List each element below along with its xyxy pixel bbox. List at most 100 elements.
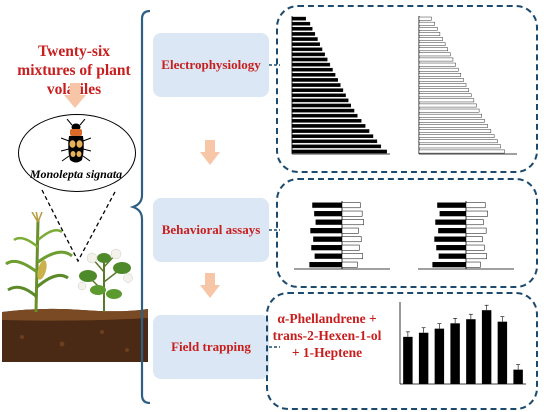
bar [418, 93, 472, 98]
bar [291, 62, 331, 67]
bar [418, 149, 505, 154]
bar [466, 319, 476, 384]
bar-control [465, 261, 481, 268]
bar [418, 139, 498, 144]
figure-title: Twenty-six mixtures of plant volatiles [17, 43, 131, 98]
bar [418, 57, 454, 62]
bar [403, 336, 413, 384]
field-trapping-result: α-Phellandrene + trans-2-Hexen-1-ol + 1-… [272, 311, 382, 360]
bar-control [341, 261, 358, 268]
bar-treatment [437, 202, 466, 208]
behavior-female-chart [294, 201, 390, 270]
bar-control [341, 244, 360, 251]
beetle-circle [18, 114, 136, 192]
stage-field-trapping: Field trapping [153, 315, 269, 379]
bar [418, 21, 435, 26]
bar [450, 323, 460, 384]
bar-treatment [309, 262, 342, 268]
bar-treatment [314, 253, 342, 259]
bar [513, 369, 523, 384]
bar [291, 73, 336, 77]
bar [418, 62, 456, 67]
bar-control [465, 219, 484, 226]
bar-control [341, 202, 361, 209]
bar [418, 73, 462, 77]
bar-control [341, 236, 362, 243]
bar [291, 78, 338, 82]
bar [418, 332, 429, 384]
bar-treatment [311, 245, 342, 251]
bar [418, 78, 464, 82]
bar-treatment [439, 211, 466, 217]
bar [291, 93, 346, 98]
bar [291, 52, 325, 57]
arrow-down-icon [64, 83, 86, 108]
arrow-down-icon [200, 140, 220, 165]
bar [418, 27, 438, 31]
bar [418, 67, 459, 72]
bar [418, 134, 495, 138]
bar [291, 88, 344, 92]
bar [291, 149, 387, 154]
eag-female-chart [291, 16, 390, 155]
dashed-triangle [41, 189, 117, 263]
bar [418, 103, 477, 108]
panel-electrophysiology [276, 5, 538, 173]
panel-behavioral-assays [276, 178, 538, 288]
bar [418, 42, 446, 46]
bar [497, 321, 508, 384]
bar [418, 108, 480, 113]
bar [291, 119, 362, 123]
bar [291, 108, 355, 113]
bar [418, 98, 475, 103]
bar [291, 27, 313, 31]
bar-treatment [434, 236, 466, 242]
bar-treatment [438, 253, 466, 259]
bar-control [465, 202, 486, 209]
bar [418, 16, 432, 21]
bar-treatment [313, 236, 342, 242]
bar-control [465, 236, 483, 243]
bar [291, 134, 374, 138]
bar [291, 32, 316, 36]
bar-control [341, 253, 363, 260]
bar-treatment [438, 228, 466, 234]
bar [418, 144, 501, 149]
bar [291, 47, 323, 52]
bar [418, 47, 448, 52]
bar [291, 124, 366, 128]
bar [418, 32, 441, 36]
bar [291, 67, 333, 72]
bar [481, 310, 492, 384]
bar [291, 98, 349, 103]
bar-control [465, 210, 488, 217]
bar [418, 119, 485, 123]
bar-treatment [436, 245, 466, 251]
bracket [130, 10, 151, 404]
beetle-icon [60, 119, 92, 163]
bar-treatment [315, 219, 342, 225]
bar [418, 37, 443, 41]
connectors [269, 64, 280, 348]
bar [418, 52, 451, 57]
bar [291, 129, 370, 133]
bar-treatment [435, 219, 466, 225]
stage-behavioral-assays: Behavioral assays [153, 198, 269, 262]
bar-treatment [432, 262, 466, 268]
bar [291, 139, 378, 144]
bar-control [341, 219, 364, 226]
bar-control [465, 227, 487, 234]
panel-field-trapping [266, 292, 538, 410]
bar [418, 124, 488, 128]
electrophysiology-charts [291, 16, 517, 155]
bar [291, 16, 306, 21]
bar [291, 103, 351, 108]
bar [434, 328, 445, 384]
bar [291, 113, 358, 118]
species-name: Monolepta signata [29, 167, 123, 181]
bar [418, 129, 492, 133]
bar [418, 88, 469, 92]
plants-illustration [2, 212, 148, 362]
bar-control [465, 244, 485, 251]
bar [291, 37, 318, 41]
